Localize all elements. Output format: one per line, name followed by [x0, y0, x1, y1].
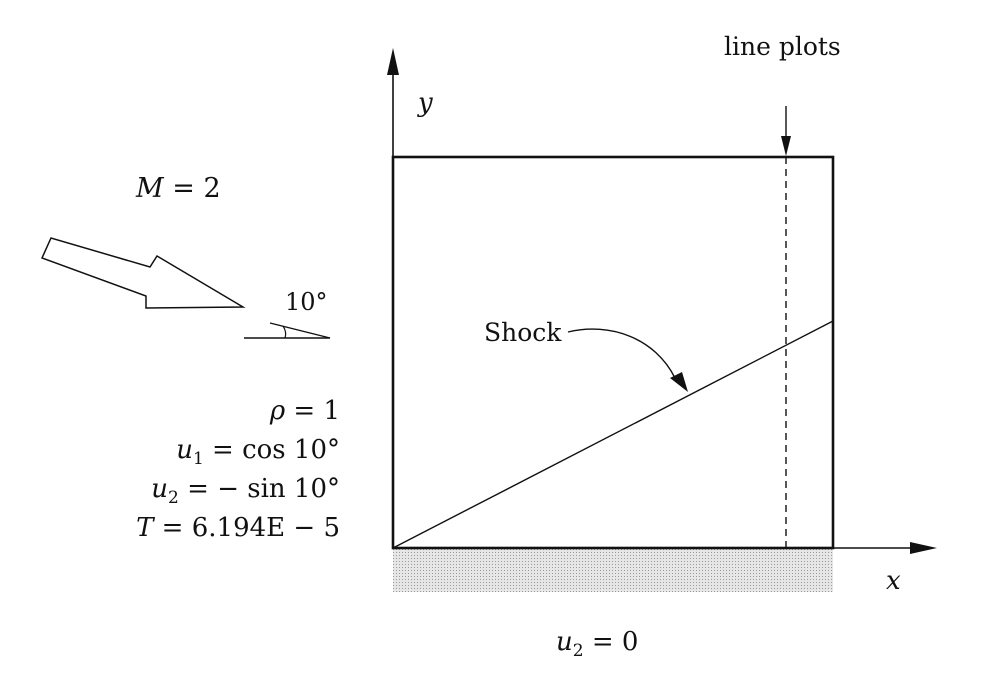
x-axis-label: x	[886, 566, 901, 596]
wall-condition-label: u2 = 0	[556, 627, 638, 661]
line-plots-arrowhead	[781, 136, 791, 156]
y-axis-label: y	[417, 88, 433, 118]
u2-sub: 2	[168, 488, 179, 508]
inflow-u1: u1 = cos 10°	[176, 435, 340, 469]
line-plots-label: line plots	[724, 32, 841, 61]
density-value: = 1	[285, 396, 340, 426]
u2-var: u	[151, 474, 168, 504]
mach-value: = 2	[164, 173, 221, 204]
inflow-u2: u2 = − sin 10°	[151, 474, 340, 508]
angle-ray	[269, 322, 331, 339]
inflow-temperature: T = 6.194E − 5	[136, 513, 340, 543]
u2-value: = − sin 10°	[179, 474, 340, 504]
x-axis-arrowhead	[910, 542, 937, 554]
wall-sub: 2	[573, 641, 584, 661]
wall-shading	[393, 548, 833, 592]
mach-label: M = 2	[135, 173, 221, 204]
y-axis-arrowhead	[387, 48, 399, 75]
temperature-var: T	[136, 513, 155, 543]
density-var: ρ	[269, 396, 286, 426]
domain-box	[391, 155, 835, 550]
u1-sub: 1	[193, 449, 204, 469]
wall-value: = 0	[584, 627, 639, 657]
inflow-density: ρ = 1	[269, 396, 340, 426]
shock-label: Shock	[484, 318, 562, 347]
mach-var: M	[135, 173, 165, 204]
temperature-value: = 6.194E − 5	[153, 513, 340, 543]
u1-var: u	[176, 435, 193, 465]
angle-arc	[282, 325, 287, 339]
shock-line	[392, 320, 834, 549]
shock-leader-arrowhead	[670, 372, 688, 392]
wall-var: u	[556, 627, 573, 657]
u1-value: = cos 10°	[204, 435, 340, 465]
angle-label: 10°	[285, 288, 328, 316]
shock-leader-curve	[567, 328, 676, 379]
inflow-arrow	[40, 237, 246, 309]
